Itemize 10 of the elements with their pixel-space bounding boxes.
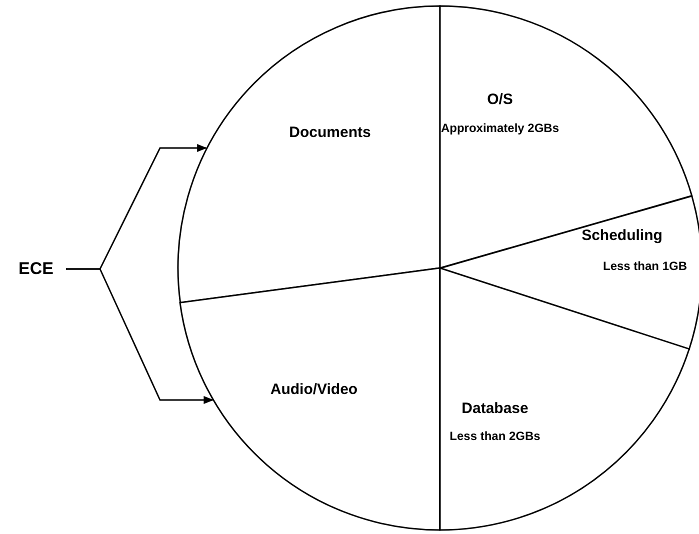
size-note: Approximately 2GBs: [440, 120, 560, 137]
sector-label: Database: [462, 398, 528, 419]
sector-label: O/S: [487, 90, 513, 110]
size-note: Less than 2GBs: [450, 428, 540, 445]
sector-label: Audio/Video: [270, 380, 358, 400]
sector-label: Documents: [289, 122, 371, 143]
brace-label: ECE: [18, 258, 54, 280]
sector-label: Scheduling: [582, 226, 662, 246]
bracket-arrow: [66, 268, 214, 404]
size-note: Less than 1GB: [602, 258, 688, 275]
